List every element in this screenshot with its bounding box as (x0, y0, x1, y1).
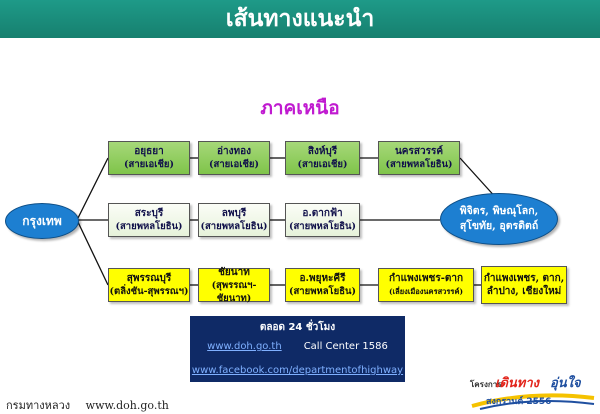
route1-stop-4: นครสวรรค์ (สายพหลโยธิน) (378, 141, 460, 175)
info-title: ตลอด 24 ชั่วโมง (259, 322, 336, 333)
stop-road: (สายพหลโยธิน) (115, 221, 183, 232)
origin-label: กรุงเทพ (22, 213, 62, 228)
route2-stop-3: อ.ตากฟ้า (สายพหลโยธิน) (285, 203, 360, 237)
logo-text-b: เดินทาง (495, 376, 539, 391)
footer-org: กรมทางหลวง (6, 399, 71, 412)
stop-road: ลำปาง, เชียงใหม่ (486, 286, 562, 297)
website-link[interactable]: www.doh.go.th (207, 341, 282, 352)
stop-name: สระบุรี (134, 208, 164, 219)
swoosh-graphic (471, 393, 595, 410)
facebook-link[interactable]: www.facebook.com/departmentofhighway (191, 365, 404, 376)
stop-road: (สายพหลโยธิน) (200, 221, 268, 232)
route2-stop-2: ลพบุรี (สายพหลโยธิน) (198, 203, 270, 237)
destination-line-1: พิจิตร, พิษณุโลก, (459, 205, 539, 217)
route3-stop-5: กำแพงเพชร, ตาก, ลำปาง, เชียงใหม่ (481, 266, 567, 304)
logo-text-a: โครงการ (470, 380, 502, 389)
logo-text-c: อุ่นใจ (550, 376, 581, 391)
page-title: เส้นทางแนะนำ (225, 6, 375, 32)
stop-name: กำแพงเพชร, ตาก, (483, 273, 565, 284)
stop-road: (ตลิ่งชัน-สุพรรณฯ) (109, 286, 189, 297)
stop-name: อยุธยา (134, 146, 164, 157)
route1-stop-2: อ่างทอง (สายเอเชีย) (198, 141, 270, 175)
route3-stop-3: อ.พยุหะคีรี (สายพหลโยธิน) (285, 268, 360, 302)
stop-name: อ่างทอง (217, 146, 251, 157)
stop-name: อ.พยุหะคีรี (299, 273, 346, 284)
stop-road: (สายพหลโยธิน) (289, 221, 356, 232)
connector-origin-bottom (76, 219, 109, 286)
destination-line-2: สุโขทัย, อุตรดิตถ์ (459, 220, 539, 232)
stop-name: สุพรรณบุรี (126, 273, 172, 284)
stop-road: (สุพรรณฯ-ชัยนาท) (211, 279, 257, 304)
origin-node: กรุงเทพ (5, 203, 79, 239)
region-title: ภาคเหนือ (260, 97, 340, 119)
connector-origin-top (76, 157, 109, 221)
stop-name: ลพบุรี (221, 208, 247, 219)
stop-road: (สายเอเชีย) (297, 159, 348, 170)
route3-stop-4: กำแพงเพชร-ตาก (เลี่ยงเมืองนครสวรรค์) (378, 268, 474, 302)
destination-node: พิจิตร, พิษณุโลก, สุโขทัย, อุตรดิตถ์ (440, 193, 558, 245)
header-bar: เส้นทางแนะนำ (0, 0, 600, 38)
route2-stop-1: สระบุรี (สายพหลโยธิน) (108, 203, 190, 237)
stop-road: (เลี่ยงเมืองนครสวรรค์) (388, 287, 464, 296)
stop-road: (สายเอเชีย) (124, 159, 174, 170)
stop-road: (สายพหลโยธิน) (289, 286, 356, 297)
footer: กรมทางหลวง www.doh.go.th (6, 396, 181, 414)
stop-name: กำแพงเพชร-ตาก (388, 273, 464, 284)
footer-url: www.doh.go.th (85, 399, 169, 412)
call-center-text: Call Center 1586 (303, 341, 388, 352)
route3-stop-1: สุพรรณบุรี (ตลิ่งชัน-สุพรรณฯ) (108, 268, 190, 302)
stop-road: (สายพหลโยธิน) (385, 159, 453, 170)
contact-info-box: ตลอด 24 ชั่วโมง www.doh.go.th Call Cente… (190, 316, 405, 382)
stop-road: (สายเอเชีย) (209, 159, 259, 170)
stop-name: นครสวรรค์ (394, 146, 444, 157)
route1-stop-3: สิงห์บุรี (สายเอเชีย) (285, 141, 360, 175)
logo-text-d: สงกรานต์ 2556 (486, 397, 552, 407)
stop-name: ชัยนาท (218, 266, 250, 278)
campaign-logo: โครงการ เดินทาง อุ่นใจ สงกรานต์ 2556 (470, 372, 598, 412)
stop-name: สิงห์บุรี (307, 146, 338, 157)
route3-stop-2: ชัยนาท (สุพรรณฯ-ชัยนาท) (198, 266, 270, 304)
stop-name: อ.ตากฟ้า (302, 208, 343, 219)
route1-stop-1: อยุธยา (สายเอเชีย) (108, 141, 190, 175)
